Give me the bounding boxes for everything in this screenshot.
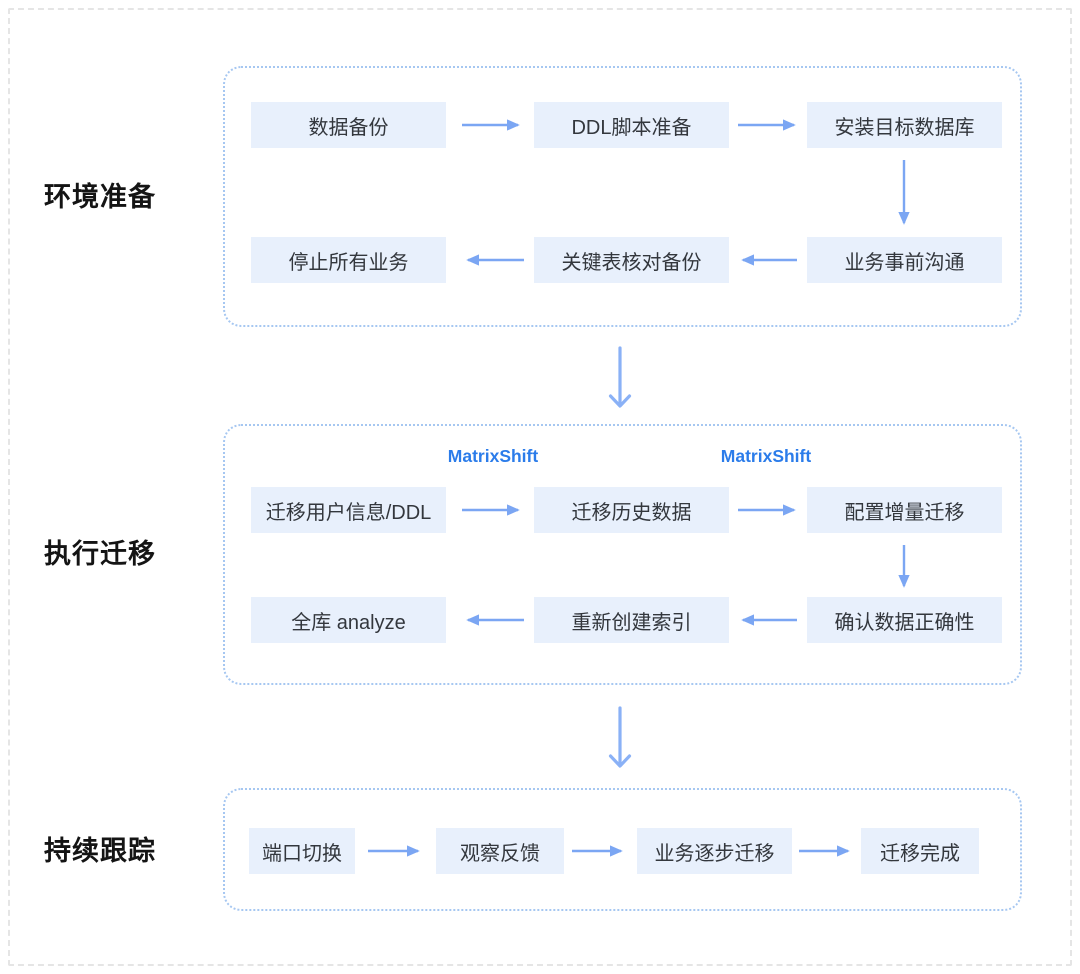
node-data-backup: 数据备份	[251, 102, 446, 148]
node-confirm-data-correctness: 确认数据正确性	[807, 597, 1002, 643]
node-recreate-indexes: 重新创建索引	[534, 597, 729, 643]
matrixshift-label-1: MatrixShift	[447, 446, 539, 466]
section-execute-migration	[223, 424, 1022, 685]
stage-label-execute-migration: 执行迁移	[44, 539, 156, 569]
node-business-pre-communication: 业务事前沟通	[807, 237, 1002, 283]
matrixshift-label-2: MatrixShift	[720, 446, 812, 466]
node-ddl-script-prep: DDL脚本准备	[534, 102, 729, 148]
outer-dashed-border	[8, 8, 1072, 966]
node-observe-feedback: 观察反馈	[436, 828, 564, 874]
stage-label-continuous-tracking: 持续跟踪	[44, 836, 156, 866]
node-install-target-db: 安装目标数据库	[807, 102, 1002, 148]
node-full-db-analyze: 全库 analyze	[251, 597, 446, 643]
node-key-table-verify-backup: 关键表核对备份	[534, 237, 729, 283]
section-env-prep	[223, 66, 1022, 327]
node-business-gradual-migration: 业务逐步迁移	[637, 828, 792, 874]
node-stop-all-services: 停止所有业务	[251, 237, 446, 283]
node-migration-complete: 迁移完成	[861, 828, 979, 874]
node-configure-incremental-migration: 配置增量迁移	[807, 487, 1002, 533]
node-migrate-user-info-ddl: 迁移用户信息/DDL	[251, 487, 446, 533]
node-port-switch: 端口切换	[249, 828, 355, 874]
stage-label-env-prep: 环境准备	[44, 182, 156, 212]
node-migrate-history-data: 迁移历史数据	[534, 487, 729, 533]
section-continuous-tracking	[223, 788, 1022, 911]
